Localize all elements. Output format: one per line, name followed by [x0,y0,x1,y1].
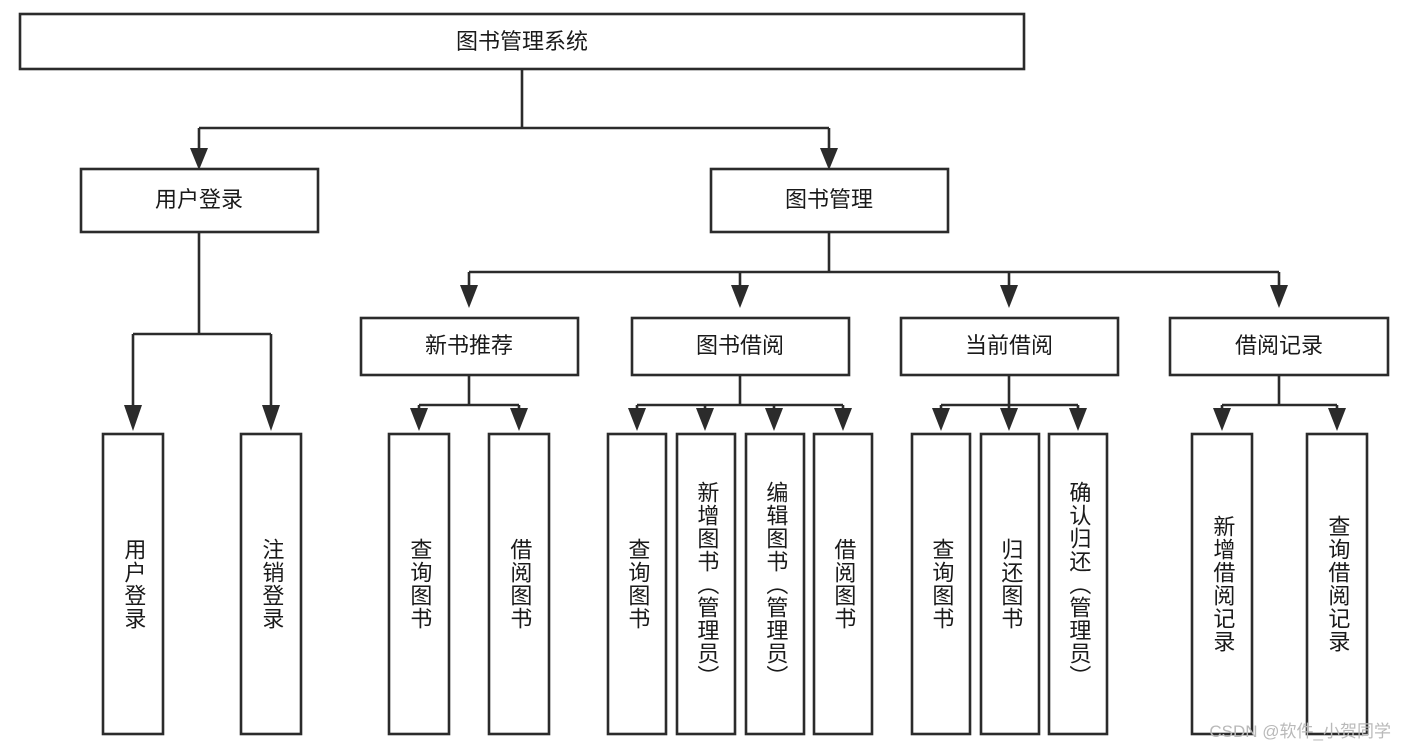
arrow-icon [1213,408,1231,431]
arrow-icon [1000,408,1018,431]
node-book-management-box[interactable] [709,167,950,234]
arrow-icon [410,408,428,431]
node-leaf-query-book-1-box[interactable] [387,432,451,736]
arrow-icon [932,408,950,431]
arrow-icon [628,408,646,431]
arrow-icon [820,148,838,170]
node-leaf-borrow-book-2-box[interactable] [812,432,874,736]
arrow-icon [696,408,714,431]
node-new-book-recommend-box[interactable] [359,316,580,377]
node-leaf-borrow-book-1-box[interactable] [487,432,551,736]
node-leaf-query-book-2-box[interactable] [606,432,668,736]
watermark-text: CSDN @软件_小贺同学 [1209,722,1391,741]
arrow-icon [834,408,852,431]
arrow-icon [1270,285,1288,308]
node-book-management-label: 图书管理 [785,187,873,212]
arrow-icon [262,405,280,431]
node-borrow-record-label: 借阅记录 [1235,333,1323,358]
node-new-book-recommend-label: 新书推荐 [425,333,513,358]
node-leaf-add-book-box[interactable] [675,432,737,736]
arrow-icon [1000,285,1018,308]
node-leaf-add-record-box[interactable] [1190,432,1254,736]
node-borrow-record-box[interactable] [1168,316,1390,377]
node-leaf-query-book-3-box[interactable] [910,432,972,736]
arrow-icon [124,405,142,431]
node-book-borrow-label: 图书借阅 [696,333,784,358]
arrowheads-layer [124,148,1346,431]
node-user-login-label: 用户登录 [155,187,243,212]
arrow-icon [510,408,528,431]
nodes-layer: 图书管理系统 用户登录 图书管理 新书推荐 图书借阅 当前借阅 借阅记录 [18,12,1390,736]
arrow-icon [1069,408,1087,431]
node-user-login-box[interactable] [79,167,320,234]
node-book-borrow-box[interactable] [630,316,851,377]
arrow-icon [1328,408,1346,431]
node-leaf-return-book-box[interactable] [979,432,1041,736]
node-leaf-query-record-box[interactable] [1305,432,1369,736]
node-leaf-user-login-box[interactable] [101,432,165,736]
node-root-label: 图书管理系统 [456,29,588,54]
node-leaf-edit-book-box[interactable] [744,432,806,736]
node-root-box[interactable] [18,12,1026,71]
arrow-icon [460,285,478,308]
arrow-icon [765,408,783,431]
arrow-icon [731,285,749,308]
node-leaf-confirm-return-box[interactable] [1047,432,1109,736]
node-leaf-logout-box[interactable] [239,432,303,736]
arrow-icon [190,148,208,170]
node-current-borrow-label: 当前借阅 [965,333,1053,358]
node-current-borrow-box[interactable] [899,316,1120,377]
